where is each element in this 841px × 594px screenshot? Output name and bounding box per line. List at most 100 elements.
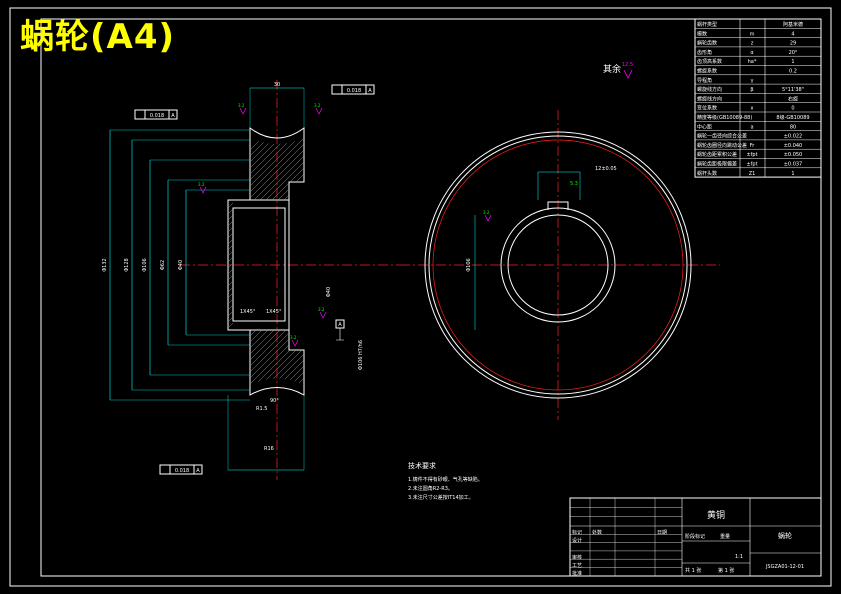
hatch-line <box>228 138 304 385</box>
dim-chamfer2: 1X45° <box>266 309 282 315</box>
hatch-line <box>275 138 304 385</box>
params-value: 0.2 <box>789 69 797 75</box>
params-symbol: Fr <box>750 143 756 149</box>
hatch-line <box>396 120 676 400</box>
hatch-line <box>228 138 304 385</box>
tip-circle <box>428 135 688 395</box>
dim-fit: Φ106 H7/h6 <box>358 340 364 370</box>
hatch-line <box>287 138 304 385</box>
tb-total-sheets: 共 1 张 <box>685 567 701 574</box>
hatch-line <box>228 138 304 385</box>
hatch-line <box>228 138 304 385</box>
hatch-line <box>228 138 304 385</box>
params-value: 1 <box>791 171 794 177</box>
params-value: 阿基米德 <box>783 21 803 28</box>
hatch-line <box>228 138 304 385</box>
params-symbol: γ <box>751 78 754 84</box>
hatch-line <box>378 120 658 400</box>
dim-outer: Φ128 <box>124 258 130 271</box>
tolerance-datum-box <box>193 464 203 475</box>
dim-r2: R16 <box>264 446 274 452</box>
hatch-line <box>228 138 304 385</box>
hatch-line <box>228 138 304 385</box>
roughness-value: 3.2 <box>238 103 245 108</box>
params-symbol: Z1 <box>749 171 756 177</box>
roughness-mark <box>484 214 492 222</box>
params-name: 螺旋线方向 <box>697 86 722 93</box>
hatch-line <box>228 138 304 385</box>
roughness-value: 3.2 <box>290 335 297 340</box>
hub-circle <box>500 207 616 323</box>
hatch-line <box>228 138 299 385</box>
hatch-line <box>257 138 304 385</box>
title-block-border <box>569 497 822 577</box>
hub-outline <box>227 199 290 331</box>
tolerance-symbol-box <box>331 84 343 95</box>
hatch-line <box>228 138 304 385</box>
hatch-line <box>390 120 670 400</box>
hatch-line <box>228 138 304 385</box>
hatch-line <box>366 120 646 400</box>
params-value: ±0.022 <box>784 134 803 140</box>
tolerance-symbol-box <box>159 464 171 475</box>
sheet-border <box>9 7 832 587</box>
hatch-line <box>233 138 304 385</box>
params-table-border <box>694 18 822 178</box>
hatch-line <box>354 120 634 400</box>
params-value: 8级-GB10089 <box>776 114 809 121</box>
outer-circle <box>424 131 692 399</box>
tb-process: 工艺 <box>572 563 582 569</box>
params-value: 29 <box>790 41 796 47</box>
roughness-mark <box>239 107 247 115</box>
params-name: 导程角 <box>697 77 712 84</box>
params-value: ±0.037 <box>784 162 803 168</box>
dim-front-hub: Φ106 <box>466 258 472 271</box>
params-symbol: ha* <box>748 59 757 65</box>
dim-angle: 90° <box>270 398 279 404</box>
hatch-line <box>228 138 304 385</box>
hatch-line <box>228 138 304 385</box>
params-value: ±0.040 <box>784 143 803 149</box>
bore-circle <box>507 214 609 316</box>
hatch-line <box>228 138 304 385</box>
hatch-line <box>342 120 622 400</box>
params-value: 0 <box>791 106 794 112</box>
params-name: 蜗轮一齿径向综合公差 <box>697 133 747 140</box>
params-value: 4 <box>791 31 794 37</box>
drawing-title: 蜗轮(A4) <box>20 17 176 57</box>
tolerance-datum: A <box>171 113 175 119</box>
roughness-symbol <box>623 69 633 79</box>
params-value: 80 <box>790 124 796 130</box>
bore-outline <box>232 207 286 322</box>
datum-leader <box>336 328 344 341</box>
tb-quantity: 处数 <box>592 529 602 536</box>
hatch-line <box>228 138 304 385</box>
params-value: 右旋 <box>788 95 798 102</box>
hatch-line <box>372 120 652 400</box>
tolerance-value: 0.018 <box>175 468 189 474</box>
tolerance-datum: A <box>196 468 200 474</box>
roughness-mark <box>319 311 327 319</box>
hatch-line <box>228 138 304 385</box>
roughness-mark <box>315 107 323 115</box>
hatch-line <box>336 120 616 400</box>
roughness-value: 3.2 <box>318 307 325 312</box>
hatch-line <box>228 138 281 385</box>
hatch-line <box>228 138 304 385</box>
pitch-circle <box>432 139 684 391</box>
roughness-value: 12.5 <box>622 62 633 68</box>
rim-top-outline <box>249 127 305 201</box>
params-value: 20° <box>789 50 798 56</box>
datum-label: A <box>338 322 342 328</box>
hatch-line <box>306 120 586 400</box>
roughness-mark <box>199 186 207 194</box>
hatch-line <box>228 138 304 385</box>
roughness-note: 其余 <box>603 63 621 75</box>
params-symbol: x <box>751 106 754 112</box>
keyway <box>547 201 569 210</box>
dim-bore: Φ40 <box>178 260 184 270</box>
hatch-line <box>281 138 304 385</box>
tb-approve: 批准 <box>572 570 582 577</box>
tech-req-item: 2.未注圆角R2-R3。 <box>408 485 453 492</box>
